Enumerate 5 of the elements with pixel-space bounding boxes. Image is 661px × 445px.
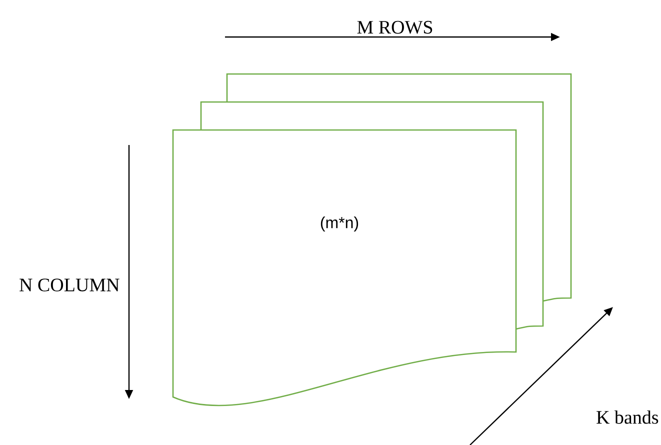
axis-label: M ROWS xyxy=(357,20,432,34)
page-shape xyxy=(226,73,572,102)
axis-label: K bands xyxy=(596,410,658,424)
axis-label: N COLUMN xyxy=(20,278,120,292)
page-shape xyxy=(200,101,544,130)
